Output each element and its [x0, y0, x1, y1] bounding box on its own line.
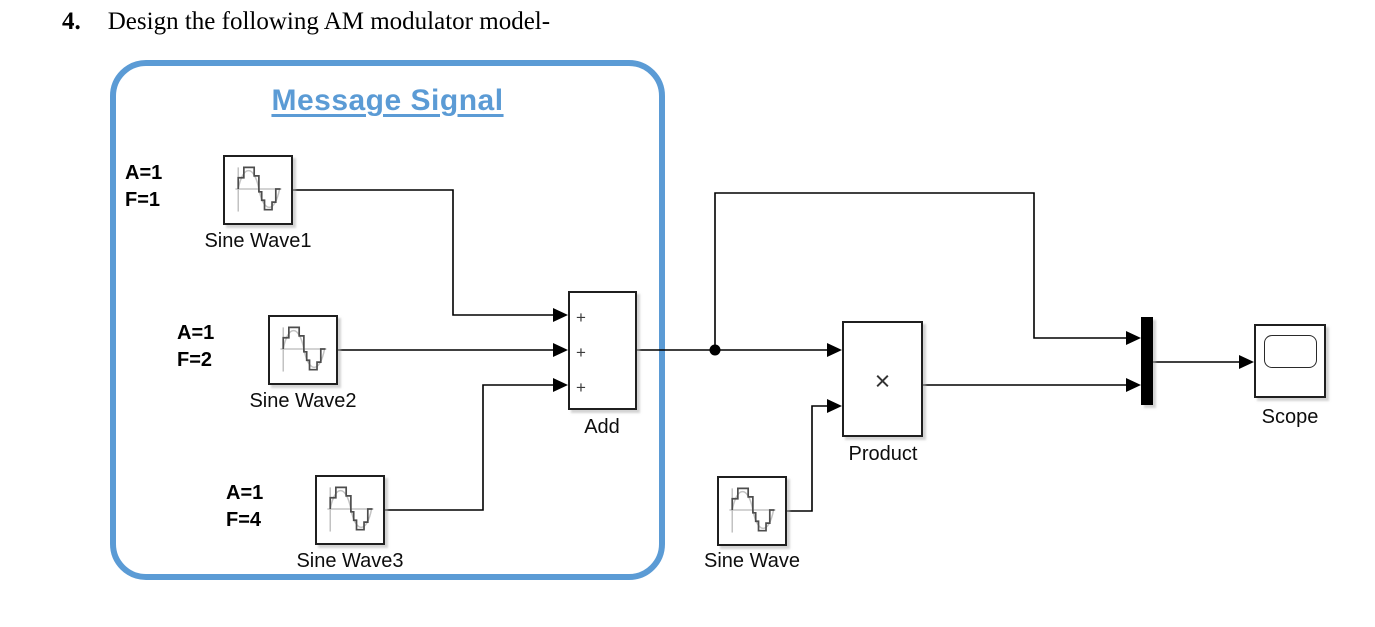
- add-port-plus: +: [576, 378, 586, 397]
- question-text: Design the following AM modulator model-: [107, 8, 551, 35]
- sine-wave-icon: [235, 166, 282, 212]
- carrier-sine-wave-block[interactable]: [717, 476, 787, 546]
- mux-block[interactable]: [1141, 317, 1153, 405]
- sine-wave-1-label: Sine Wave1: [204, 230, 312, 252]
- sine-wave-3-params: A=1 F=4: [226, 480, 263, 534]
- arrowhead-mux-in2: [1126, 378, 1141, 392]
- sine-wave-2-block[interactable]: [268, 315, 338, 385]
- scope-block[interactable]: [1254, 324, 1326, 398]
- add-label: Add: [584, 416, 620, 438]
- sine-wave-icon: [327, 486, 374, 532]
- sine-wave-icon: [280, 326, 327, 372]
- param-frequency: F=1: [125, 189, 161, 211]
- question-title: 4. Design the following AM modulator mode…: [62, 8, 550, 36]
- carrier-sine-wave-label: Sine Wave: [704, 550, 800, 572]
- product-block[interactable]: ×: [842, 321, 923, 437]
- arrowhead-product-in2: [827, 399, 842, 413]
- wire-junction-dot: [709, 344, 721, 356]
- arrowhead-scope-in: [1239, 355, 1254, 369]
- param-amplitude: A=1: [177, 322, 215, 344]
- sine-wave-icon: [729, 487, 776, 533]
- message-signal-group-label: Message Signal: [271, 84, 504, 117]
- param-frequency: F=2: [177, 349, 213, 371]
- question-number: 4.: [62, 8, 81, 35]
- sine-wave-2-label: Sine Wave2: [249, 390, 357, 412]
- sine-wave-2-params: A=1 F=2: [177, 320, 214, 374]
- sine-wave-3-block[interactable]: [315, 475, 385, 545]
- param-amplitude: A=1: [226, 482, 264, 504]
- multiply-icon: ×: [874, 366, 891, 396]
- param-amplitude: A=1: [125, 162, 163, 184]
- product-label: Product: [848, 443, 918, 465]
- sine-wave-1-params: A=1 F=1: [125, 160, 162, 214]
- scope-label: Scope: [1261, 406, 1319, 428]
- sine-wave-3-label: Sine Wave3: [296, 550, 404, 572]
- add-block[interactable]: + + +: [568, 291, 637, 410]
- add-port-plus: +: [576, 308, 586, 327]
- sine-wave-1-block[interactable]: [223, 155, 293, 225]
- param-frequency: F=4: [226, 509, 262, 531]
- scope-screen-icon: [1264, 335, 1317, 368]
- arrowhead-mux-in1: [1126, 331, 1141, 345]
- message-signal-group-box: [110, 60, 665, 580]
- add-port-plus: +: [576, 343, 586, 362]
- arrowhead-product-in1: [827, 343, 842, 357]
